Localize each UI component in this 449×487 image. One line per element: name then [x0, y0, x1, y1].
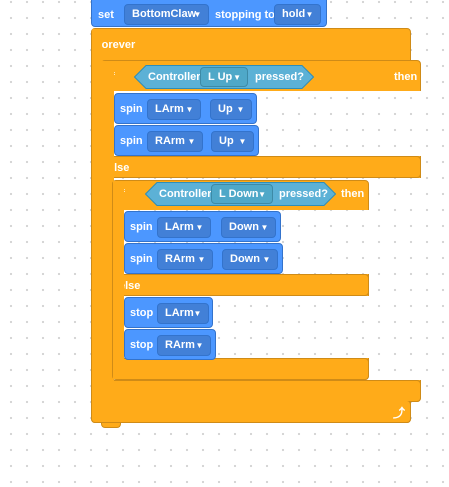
chevron-down-icon: ▼ — [195, 223, 204, 232]
outer-then-keyword: then — [394, 71, 418, 83]
forever-bottom-notch — [101, 422, 121, 428]
spin-direction-dropdown[interactable]: Up ▼ — [210, 99, 252, 120]
inner-condition[interactable]: Controller L Down ▼ pressed? — [145, 182, 336, 206]
outer-condition[interactable]: Controller L Up ▼ pressed? — [134, 65, 314, 89]
spin-larm-down-block[interactable]: spin LArm ▼ Down ▼ — [124, 211, 281, 242]
spin-motor-value: RArm — [165, 253, 195, 265]
spin-direction-value: Up — [219, 135, 234, 147]
chevron-down-icon: ▼ — [195, 341, 204, 350]
spin-motor-value: LArm — [155, 103, 184, 115]
set-keyword: set — [98, 9, 114, 21]
chevron-down-icon: ▼ — [260, 223, 269, 232]
spin-direction-dropdown[interactable]: Down ▼ — [221, 217, 276, 238]
motor-dropdown-value: BottomClaw — [132, 8, 197, 20]
outer-condition-source: Controller — [148, 71, 201, 83]
spin-keyword: spin — [120, 135, 143, 147]
stop-keyword: stop — [130, 307, 154, 319]
stop-rarm-block[interactable]: stop RArm ▼ — [124, 329, 216, 360]
stop-motor-dropdown[interactable]: LArm ▼ — [157, 303, 209, 324]
inner-if-bottom-bar — [118, 358, 369, 380]
loop-arrow-icon: ⤴ — [393, 406, 406, 420]
chevron-down-icon: ▼ — [193, 309, 202, 318]
outer-condition-suffix: pressed? — [255, 71, 304, 83]
spin-keyword: spin — [120, 103, 143, 115]
inner-condition-source: Controller — [159, 188, 212, 200]
inner-then-keyword: then — [341, 188, 365, 200]
spin-direction-dropdown[interactable]: Up ▼ — [211, 131, 254, 152]
outer-else-bar — [107, 156, 421, 178]
forever-bottom-bar — [91, 401, 411, 423]
chevron-down-icon: ▼ — [258, 190, 266, 199]
set-stopping-block[interactable]: set BottomClaw ▼ stopping to hold ▼ — [91, 0, 327, 27]
spin-motor-dropdown[interactable]: RArm ▼ — [157, 249, 213, 270]
spin-keyword: spin — [130, 253, 153, 265]
outer-if-left-rail — [102, 61, 114, 401]
chevron-down-icon: ▼ — [238, 137, 247, 146]
spin-motor-dropdown[interactable]: RArm ▼ — [147, 131, 203, 152]
outer-if-bottom-bar — [107, 380, 421, 402]
stopping-mode-value: hold — [282, 8, 306, 20]
chevron-down-icon: ▼ — [185, 105, 194, 114]
chevron-down-icon: ▼ — [197, 255, 206, 264]
chevron-down-icon: ▼ — [305, 10, 314, 19]
inner-if-left-rail — [113, 181, 124, 379]
stop-keyword: stop — [130, 339, 154, 351]
spin-direction-value: Down — [230, 253, 260, 265]
inner-condition-button-value: L Down — [219, 188, 259, 200]
spin-rarm-down-block[interactable]: spin RArm ▼ Down ▼ — [124, 243, 283, 274]
spin-motor-value: RArm — [155, 135, 185, 147]
spin-direction-value: Up — [218, 103, 233, 115]
chevron-down-icon: ▼ — [262, 255, 271, 264]
spin-direction-dropdown[interactable]: Down ▼ — [222, 249, 278, 270]
forever-left-rail — [92, 29, 102, 421]
chevron-down-icon: ▼ — [236, 105, 245, 114]
stop-larm-block[interactable]: stop LArm ▼ — [124, 297, 213, 328]
chevron-down-icon: ▼ — [187, 137, 196, 146]
motor-dropdown[interactable]: BottomClaw ▼ — [124, 4, 209, 25]
spin-direction-value: Down — [229, 221, 259, 233]
chevron-down-icon: ▼ — [193, 10, 202, 19]
inner-else-keyword: else — [119, 280, 141, 292]
chevron-down-icon: ▼ — [233, 73, 241, 82]
inner-condition-button-dropdown[interactable]: L Down ▼ — [211, 184, 273, 204]
stop-motor-dropdown[interactable]: RArm ▼ — [157, 335, 211, 356]
spin-motor-value: LArm — [165, 221, 194, 233]
forever-keyword: forever — [98, 39, 136, 51]
spin-larm-up-block[interactable]: spin LArm ▼ Up ▼ — [114, 93, 257, 124]
inner-else-bar — [118, 274, 369, 296]
outer-condition-button-value: L Up — [208, 71, 233, 83]
spin-motor-dropdown[interactable]: LArm ▼ — [147, 99, 201, 120]
spin-motor-dropdown[interactable]: LArm ▼ — [157, 217, 211, 238]
stop-motor-value: RArm — [165, 339, 195, 351]
outer-condition-button-dropdown[interactable]: L Up ▼ — [200, 67, 248, 87]
set-middle-text: stopping to — [215, 9, 275, 21]
spin-keyword: spin — [130, 221, 153, 233]
spin-rarm-up-block[interactable]: spin RArm ▼ Up ▼ — [114, 125, 259, 156]
stopping-mode-dropdown[interactable]: hold ▼ — [274, 4, 321, 25]
stop-motor-value: LArm — [165, 307, 194, 319]
inner-condition-suffix: pressed? — [279, 188, 328, 200]
